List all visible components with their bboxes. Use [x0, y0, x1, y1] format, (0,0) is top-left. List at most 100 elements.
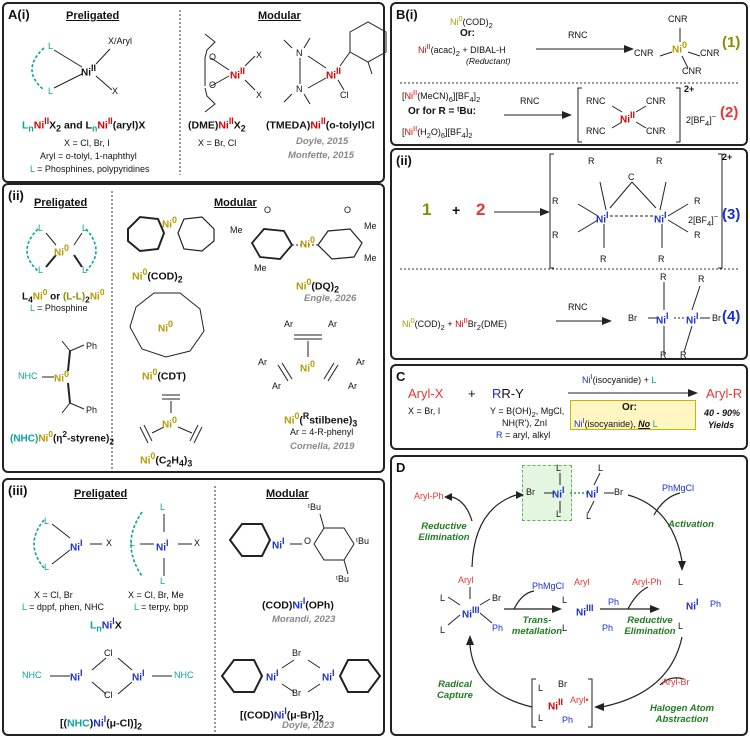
ligand-l: L — [556, 509, 562, 519]
ni1-center: NiI — [686, 311, 699, 327]
reagent-rnc: RNC — [568, 30, 588, 40]
isocyanide-r: R — [552, 230, 559, 240]
panel-title: (ii) — [8, 188, 24, 203]
aryl-halide: Aryl-X — [408, 386, 444, 401]
panel-a-ii: (ii) Preligated Modular L L L L Ni0 L4Ni… — [2, 183, 385, 473]
aryl-definition: Aryl = o-tolyl, 1-naphthyl — [40, 151, 137, 161]
isocyanide-r: R — [660, 350, 667, 360]
phenyl-bottom: Ph — [86, 405, 98, 415]
nhc-ligand: NHC — [18, 371, 38, 381]
ligand-l: L — [562, 595, 568, 605]
ligand-l: L — [44, 562, 50, 572]
panel-title: (ii) — [396, 153, 412, 168]
tbu-group: ᵗBu — [308, 502, 321, 512]
dme-compound-label: (DME)NiIIX2 — [188, 116, 246, 134]
ni1-center: NiI — [156, 538, 169, 554]
or-label: Or: — [460, 28, 475, 39]
compound-2-ref: 2 — [476, 200, 486, 219]
tmeda-nickel: NiII — [326, 66, 342, 82]
l-definition: L = Phosphines, polypyridines — [30, 164, 150, 174]
dme-x-top: X — [256, 50, 263, 60]
ni1-center: NiI — [70, 668, 83, 684]
reagent-ni-cod2: Ni0(COD)2 — [450, 14, 493, 30]
ni0-center: Ni0 — [300, 235, 316, 251]
citation-engle: Engle, 2026 — [304, 293, 357, 304]
ni3-center: NiIII — [462, 605, 480, 621]
bromide: Br — [526, 487, 535, 497]
citation-monfette-2015: Monfette, 2015 — [288, 150, 354, 161]
ni1-center: NiI — [656, 311, 669, 327]
y-definition-2: NH(R'), ZnI — [502, 418, 548, 428]
citation-morandi: Morandi, 2023 — [272, 614, 336, 625]
dq-methyl: Me — [364, 221, 377, 231]
ni-cod2-label: Ni0(COD)2 — [132, 267, 183, 285]
compound-1-ref: 1 — [422, 200, 432, 219]
isocyanide-r: R — [698, 274, 705, 284]
citation-cornella: Cornella, 2019 — [290, 441, 355, 452]
tbu-group: ᵗBu — [356, 536, 369, 546]
preligated-header: Preligated — [74, 488, 128, 500]
ni0-center: Ni0 — [162, 215, 178, 231]
phenoxide-o: O — [304, 536, 312, 546]
bridging-br: Br — [292, 648, 301, 658]
bromide: Br — [614, 487, 623, 497]
ni0-center: Ni0 — [300, 359, 316, 375]
isocyanide-r: R — [656, 156, 663, 166]
l4ni0-label: L4Ni0 or (L-L)2Ni0 — [22, 287, 105, 305]
charge-2plus: 2+ — [684, 84, 695, 94]
ni-dq2-structure — [250, 228, 363, 260]
isocyanide-rnc: RNC — [586, 126, 606, 136]
modular-header: Modular — [258, 10, 301, 22]
ligand-l-bottom: L — [48, 86, 54, 96]
ni0-center: Ni0 — [158, 319, 174, 335]
or-label: Or: — [622, 402, 637, 413]
ligand-l: L — [678, 621, 684, 631]
ligand-l: L — [82, 223, 88, 233]
ligand-l: L — [598, 463, 604, 473]
ni1-center: NiI — [552, 485, 565, 501]
nhc-ni-cl-dimer-structure — [50, 657, 172, 695]
ligand-l: L — [678, 577, 684, 587]
isocyanide-rnc: RNC — [586, 96, 606, 106]
dimer-4-structure — [544, 472, 614, 514]
isocyanide-r: R — [588, 156, 595, 166]
ni1-center: NiI — [272, 536, 285, 552]
dme-o-bottom: O — [209, 80, 217, 90]
ni-dq2-label: Ni0(DQ)2 — [296, 277, 339, 295]
dq-methyl: Me — [230, 225, 243, 235]
phenyl: Ph — [562, 715, 574, 725]
nickel-center: NiII — [81, 63, 97, 79]
reagent-ni-mecn6: [NiII(MeCN)6][BF4]2 — [402, 88, 481, 104]
panel-title: A(i) — [8, 7, 30, 22]
dme-nickel: NiII — [230, 66, 246, 82]
isocyanide-cnr: CNR — [646, 96, 666, 106]
reaction-arrow-2 — [504, 111, 572, 119]
ni-cdt-label: Ni0(CDT) — [142, 367, 186, 383]
modular-header: Modular — [214, 197, 257, 209]
lnnix-bidentate-structure — [33, 519, 102, 569]
ni2-center: NiII — [548, 697, 564, 713]
dq-o-top-right: O — [344, 205, 352, 215]
plus-sign: + — [452, 202, 461, 218]
alternative-condition: NiI(isocyanide), No L — [574, 416, 658, 429]
r-definition: R = aryl, alkyl — [496, 430, 551, 440]
ni1-center: NiI — [686, 597, 699, 613]
tmeda-n-top: N — [296, 48, 303, 58]
cod-ni-br-dimer-structure — [220, 659, 382, 693]
nhc-ligand: NHC — [22, 670, 42, 680]
step-activation: Activation — [668, 519, 714, 530]
ni-stilbene-structure — [277, 334, 339, 382]
divider-line — [214, 486, 216, 732]
nucleophile: RR-Y — [492, 386, 524, 401]
ligand-l: L — [586, 511, 592, 521]
cod-ni-oph-structure — [228, 513, 355, 575]
ligand-l: L — [538, 683, 544, 693]
reagent-rnc: RNC — [568, 302, 588, 312]
ni-cdt-structure — [129, 292, 205, 358]
ni1-center: NiI — [596, 210, 609, 226]
reagent-ni-h2o6: [NiII(H2O)6][BF4]2 — [402, 124, 473, 140]
ni1-center: NiI — [654, 210, 667, 226]
cod-ni-br-dimer-label: [(COD)NiI(μ-Br)]2 — [240, 706, 324, 724]
divider-line — [179, 10, 181, 175]
